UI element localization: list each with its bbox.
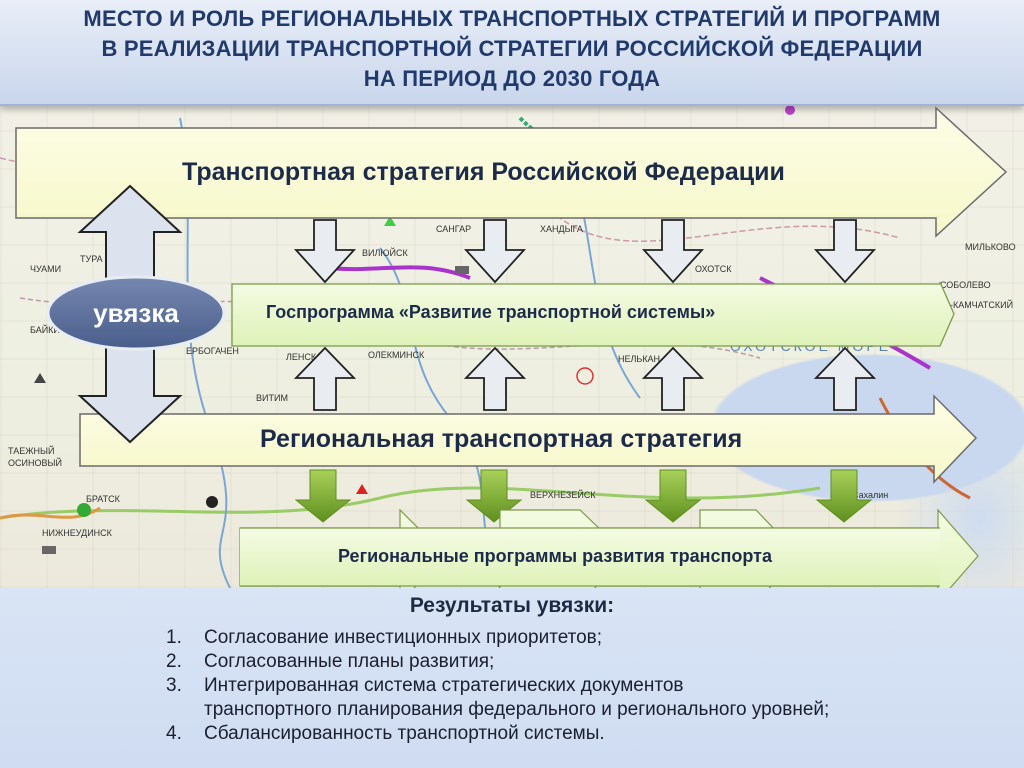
green-arrows: [294, 469, 873, 523]
results-panel: Результаты увязки: 1.Согласование инвест…: [0, 588, 1024, 768]
map-label-sakhalin: Сахалин: [852, 490, 889, 500]
list-item: 2.Согласованные планы развития;: [166, 651, 495, 672]
regional-strategy-label: Региональная транспортная стратегия: [260, 425, 743, 453]
map-label-okhotsk: ОХОТСК: [695, 264, 732, 274]
results-list: 1.Согласование инвестиционных приоритето…: [166, 626, 829, 746]
map-label-baikit: БАЙКИТ: [30, 325, 66, 335]
map-label-bratsk: БРАТСК: [86, 494, 120, 504]
title-line-1: МЕСТО И РОЛЬ РЕГИОНАЛЬНЫХ ТРАНСПОРТНЫХ С…: [83, 6, 941, 31]
list-item: 4.Сбалансированность транспортной систем…: [166, 723, 605, 744]
map-label-yerbogachen: ЕРБОГАЧЕН: [186, 346, 239, 356]
link-label: увязка: [93, 298, 179, 328]
slide-title: МЕСТО И РОЛЬ РЕГИОНАЛЬНЫХ ТРАНСПОРТНЫХ С…: [0, 0, 1024, 106]
map-label-vilyuysk: ВИЛЮЙСК: [362, 248, 408, 258]
map-label-osinovy: ОСИНОВЫЙ: [8, 458, 62, 468]
map-label-olekminsk: ОЛЕКМИНСК: [368, 350, 425, 360]
federal-strategy-label: Транспортная стратегия Российской Федера…: [182, 158, 785, 186]
map-label-nelkan: НЕЛЬКАН: [618, 354, 661, 364]
map-label-handyga: ХАНДЫГА: [540, 224, 583, 234]
regional-strategy-arrow: [79, 394, 978, 484]
map-label-lensk: ЛЕНСК: [286, 352, 317, 362]
map-label-chuami: ЧУАМИ: [30, 264, 62, 274]
map-label-taezhny: ТАЕЖНЫЙ: [8, 446, 55, 456]
up-arrows-bottom: [293, 346, 877, 411]
link-oval: [46, 275, 226, 351]
map-label-nizhneudinsk: НИЖНЕУДИНСК: [42, 528, 112, 538]
list-item: 1.Согласование инвестиционных приоритето…: [166, 627, 603, 648]
list-item: транспортного планирования федерального …: [204, 699, 830, 720]
map-label-sobolevo: СОБОЛЕВО: [940, 280, 991, 290]
regional-programs-chevrons: [239, 508, 979, 604]
down-arrows-top: [293, 219, 877, 284]
map-label-verkhnezeysk: ВЕРХНЕЗЕЙСК: [530, 490, 596, 500]
list-item: 3.Интегрированная система стратегических…: [166, 675, 684, 696]
regional-programs-label: Региональные программы развития транспор…: [338, 546, 772, 566]
map-label-milkovo: МИЛЬКОВО: [965, 242, 1016, 252]
map-label-vitim: ВИТИМ: [256, 393, 288, 403]
results-heading: Результаты увязки:: [409, 594, 615, 617]
title-line-2: В РЕАЛИЗАЦИИ ТРАНСПОРТНОЙ СТРАТЕГИИ РОСС…: [101, 36, 923, 61]
federal-strategy-arrow: [15, 106, 1008, 238]
map-label-kamchatsky: -КАМЧАТСКИЙ: [950, 300, 1014, 310]
state-program-arrow: [231, 281, 955, 347]
title-line-3: НА ПЕРИОД ДО 2030 ГОДА: [363, 66, 661, 91]
state-program-label: Госпрограмма «Развитие транспортной сист…: [266, 302, 716, 322]
map-label-sangar: САНГАР: [436, 224, 472, 234]
map-label-tura: ТУРА: [80, 254, 103, 264]
